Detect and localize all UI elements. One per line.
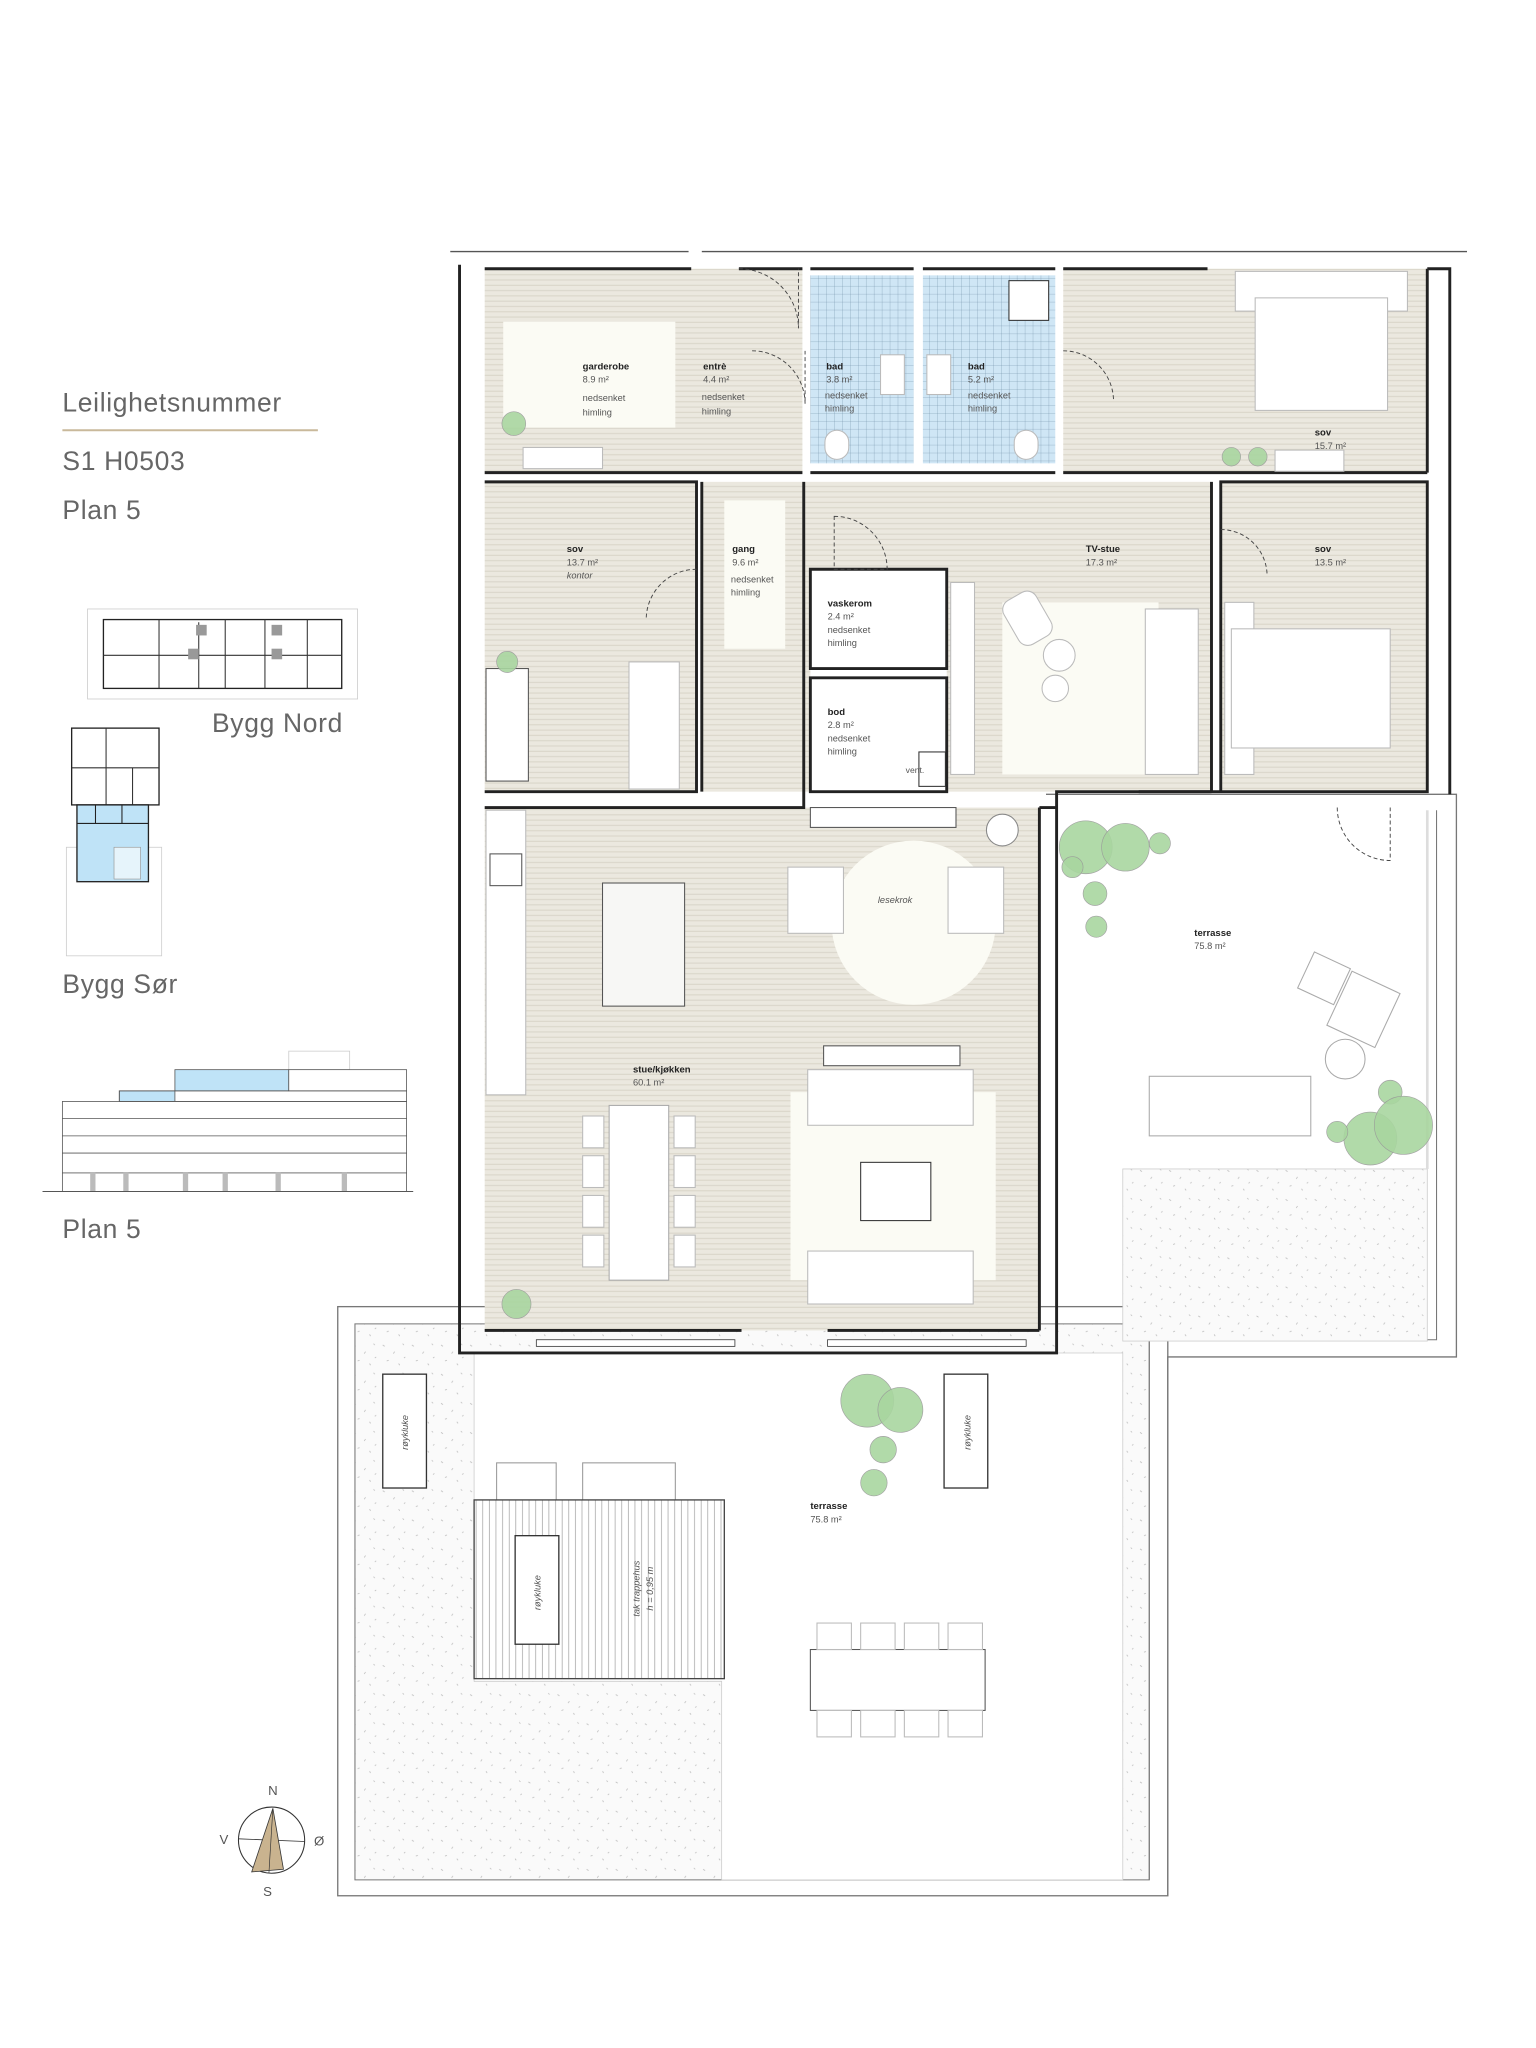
room-name: sov <box>1315 428 1332 439</box>
room-area: 15.7 m² <box>1315 441 1346 451</box>
room-area: 75.8 m² <box>810 1514 841 1524</box>
room-note: nedsenket <box>828 733 871 743</box>
stair-roof-height: h = 0,95 m <box>645 1566 655 1610</box>
key-plan-bygg-sor <box>65 727 163 957</box>
walls <box>450 250 1467 1355</box>
bygg-sor-label: Bygg Sør <box>62 969 178 999</box>
smoke-hatch-label: røykluke <box>532 1575 542 1610</box>
room-name: sov <box>1315 544 1332 555</box>
room-garderobe: garderobe 8.9 m² nedsenket himling <box>583 361 630 417</box>
terrace-east-label: terrasse 75.8 m² <box>1194 928 1231 951</box>
room-area: 13.5 m² <box>1315 557 1346 567</box>
room-note: himling <box>825 404 854 414</box>
room-note: nedsenket <box>702 392 745 402</box>
room-name: vaskerom <box>828 598 872 609</box>
room-bod: bod 2.8 m² nedsenket himling vent. <box>828 707 925 775</box>
room-bad-1: bad 3.8 m² nedsenket himling <box>825 361 868 413</box>
room-name: TV-stue <box>1086 544 1120 555</box>
stair-roof-label: tak trappehus <box>632 1560 642 1616</box>
room-area: 2.4 m² <box>828 612 854 622</box>
compass-north: N <box>268 1783 278 1798</box>
room-name: stue/kjøkken <box>633 1064 691 1075</box>
room-note: himling <box>968 404 997 414</box>
apartment-number-heading: Leilighetsnummer <box>62 388 282 418</box>
info-panel: Leilighetsnummer S1 H0503 Plan 5 Bygg No… <box>42 388 414 1244</box>
north-arrow-icon <box>251 1808 284 1873</box>
room-gang: gang 9.6 m² nedsenket himling <box>731 544 774 598</box>
room-entre: entrè 4.4 m² nedsenket himling <box>702 361 745 416</box>
room-area: 3.8 m² <box>826 375 852 385</box>
compass: N S V Ø <box>219 1783 324 1899</box>
room-note: nedsenket <box>583 393 626 403</box>
room-area: 2.8 m² <box>828 720 854 730</box>
room-sov-1: sov 15.7 m² <box>1315 428 1346 451</box>
room-note: nedsenket <box>828 625 871 635</box>
room-name: bad <box>826 361 843 372</box>
room-name: terrasse <box>1194 928 1231 939</box>
room-name: sov <box>567 544 584 555</box>
room-name: entrè <box>703 361 726 372</box>
floor-label: Plan 5 <box>62 495 141 525</box>
room-note: himling <box>828 747 857 757</box>
room-name: terrasse <box>810 1501 847 1512</box>
room-note: nedsenket <box>968 390 1011 400</box>
room-area: 5.2 m² <box>968 375 994 385</box>
room-area: 17.3 m² <box>1086 557 1117 567</box>
room-note: kontor <box>567 571 594 581</box>
smoke-hatch-label: røykluke <box>963 1415 973 1450</box>
room-vaskerom: vaskerom 2.4 m² nedsenket himling <box>828 598 872 648</box>
furniture <box>473 270 1408 1738</box>
room-stue-kjokken: stue/kjøkken 60.1 m² <box>633 1064 691 1087</box>
room-bad-2: bad 5.2 m² nedsenket himling <box>968 361 1011 413</box>
room-area: 60.1 m² <box>633 1078 664 1088</box>
ventilation-label: vent. <box>906 765 925 775</box>
room-note: nedsenket <box>731 574 774 584</box>
compass-south: S <box>263 1884 272 1899</box>
terrace-south-label: terrasse 75.8 m² <box>810 1501 847 1524</box>
smoke-hatches <box>382 1373 989 1645</box>
room-sov-3: sov 13.5 m² <box>1315 544 1346 567</box>
room-area: 8.9 m² <box>583 375 609 385</box>
elevation-floor-label: Plan 5 <box>62 1214 141 1244</box>
key-plan-bygg-nord <box>87 608 359 700</box>
room-area: 13.7 m² <box>567 557 598 567</box>
room-area: 75.8 m² <box>1194 941 1225 951</box>
apartment-number: S1 H0503 <box>62 446 185 476</box>
room-name: gang <box>732 544 755 555</box>
room-name: garderobe <box>583 361 630 372</box>
room-note: nedsenket <box>825 390 868 400</box>
room-name: bod <box>828 707 846 718</box>
room-note: himling <box>702 406 731 416</box>
bygg-nord-label: Bygg Nord <box>212 708 343 738</box>
room-name: bad <box>968 361 985 372</box>
room-labels: garderobe 8.9 m² nedsenket himling entrè… <box>400 361 1346 1616</box>
compass-east: Ø <box>314 1833 324 1848</box>
lower-terrace <box>337 1305 1169 1897</box>
lesekrok-label: lesekrok <box>878 895 914 905</box>
room-note: himling <box>583 408 612 418</box>
smoke-hatch-label: røykluke <box>400 1415 410 1450</box>
plants <box>496 411 1433 1497</box>
right-terrace <box>1046 793 1458 1896</box>
room-area: 4.4 m² <box>703 375 729 385</box>
room-tv-stue: TV-stue 17.3 m² <box>1086 544 1120 567</box>
compass-west: V <box>219 1832 228 1847</box>
room-sov-2: sov 13.7 m² kontor <box>567 544 598 580</box>
room-note: himling <box>828 638 857 648</box>
door-swings <box>645 268 1391 861</box>
room-area: 9.6 m² <box>732 557 758 567</box>
elevation-drawing <box>42 1050 414 1192</box>
room-note: himling <box>731 588 760 598</box>
